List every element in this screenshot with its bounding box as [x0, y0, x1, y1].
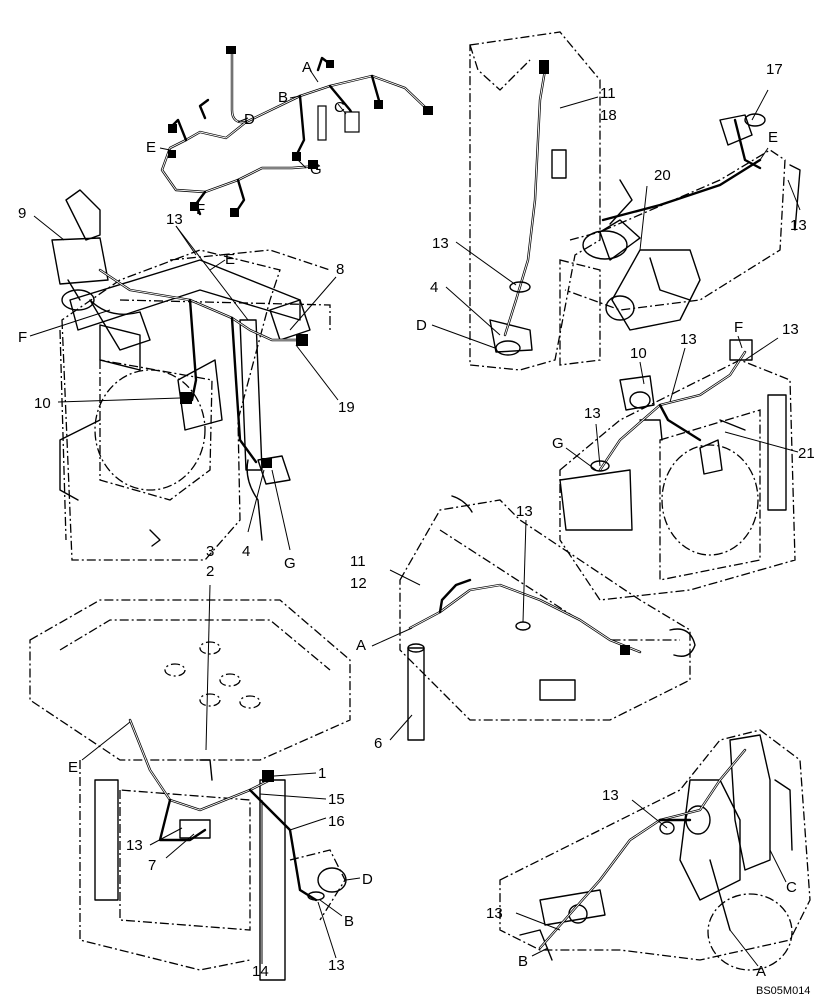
callout-boom-17: 17	[766, 61, 783, 78]
callout-cab-16: 16	[328, 813, 345, 830]
boom-arm-illustration	[469, 31, 801, 371]
callout-harness-A: A	[302, 59, 312, 76]
callout-cab-D: D	[362, 871, 373, 888]
callout-front-19: 19	[338, 399, 355, 416]
callout-front-3: 3	[206, 543, 214, 560]
callout-rear-F: F	[734, 319, 743, 336]
cab-floor-illustration	[29, 599, 351, 981]
callout-rear-13-left: 13	[584, 405, 601, 422]
callout-loader-13: 13	[516, 503, 533, 520]
callout-front-13: 13	[166, 211, 183, 228]
callout-harness-C: C	[334, 99, 345, 116]
callout-boom-20: 20	[654, 167, 671, 184]
callout-cab-1: 1	[318, 765, 326, 782]
callout-front-E: E	[225, 251, 235, 268]
callout-boom-D: D	[416, 317, 427, 334]
figure-code: BS05M014	[756, 985, 810, 997]
callout-cab-7: 7	[148, 857, 156, 874]
callout-engine-A: A	[756, 963, 766, 980]
callout-rear-G: G	[552, 435, 564, 452]
cab-floor-leaders	[81, 584, 361, 964]
callout-loader-A: A	[356, 637, 366, 654]
callout-harness-F: F	[196, 201, 205, 218]
callout-boom-18: 18	[600, 107, 617, 124]
callout-engine-C: C	[786, 879, 797, 896]
callout-front-4: 4	[242, 543, 250, 560]
callout-loader-11: 11	[350, 553, 366, 570]
callout-rear-13-top: 13	[782, 321, 799, 338]
callout-front-9: 9	[18, 205, 26, 222]
callout-cab-13-left: 13	[126, 837, 143, 854]
callout-harness-G: G	[310, 161, 322, 178]
callout-boom-E: E	[768, 129, 778, 146]
rear-frame-illustration	[559, 339, 796, 601]
engine-bay-leaders	[515, 799, 787, 967]
boom-arm-leaders	[431, 89, 801, 349]
callout-cab-14: 14	[252, 963, 269, 980]
callout-front-10: 10	[34, 395, 51, 412]
callout-cab-15: 15	[328, 791, 345, 808]
front-chassis-leaders	[29, 215, 339, 551]
callout-harness-D: D	[244, 111, 255, 128]
callout-boom-11: 11	[600, 85, 616, 102]
callout-cab-B: B	[344, 913, 354, 930]
front-chassis-illustration	[51, 189, 331, 561]
loose-harness-illustration	[159, 46, 433, 217]
callout-harness-E: E	[146, 139, 156, 156]
callout-engine-13-left: 13	[486, 905, 503, 922]
callout-engine-13-top: 13	[602, 787, 619, 804]
callout-rear-21: 21	[798, 445, 815, 462]
callout-front-8: 8	[336, 261, 344, 278]
callout-loader-12: 12	[350, 575, 367, 592]
callout-harness-B: B	[278, 89, 288, 106]
rear-frame-leaders	[565, 335, 799, 471]
callout-rear-10: 10	[630, 345, 647, 362]
callout-rear-13-mid: 13	[680, 331, 697, 348]
callout-boom-13-left: 13	[432, 235, 449, 252]
callout-cab-2: 2	[206, 563, 214, 580]
callout-loader-6: 6	[374, 735, 382, 752]
callout-engine-B: B	[518, 953, 528, 970]
callout-cab-13-bottom: 13	[328, 957, 345, 974]
loader-frame-illustration	[399, 495, 696, 741]
callout-front-G: G	[284, 555, 296, 572]
callout-boom-13-right: 13	[790, 217, 807, 234]
callout-cab-E: E	[68, 759, 78, 776]
callout-front-F: F	[18, 329, 27, 346]
engine-bay-illustration	[499, 729, 811, 971]
loader-frame-leaders	[371, 519, 527, 741]
callout-boom-4: 4	[430, 279, 438, 296]
